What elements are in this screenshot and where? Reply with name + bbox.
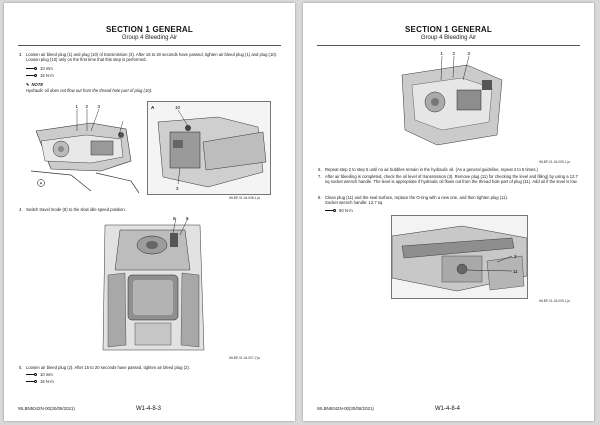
torque-wrench-icon [325,209,336,212]
manual-page-right: SECTION 1 GENERAL Group 4 Bleeding Air 1… [303,3,594,421]
header-rule [18,45,281,46]
callout-1: 1 [76,104,79,109]
step-4: 4. Switch travel mode (8) to the slow id… [19,207,126,212]
spec-torque-2: 15 N·m [26,379,54,384]
spec-wrench-size-2: 10 mm [26,372,53,377]
figure-cab-interior: 8 9 [100,215,207,355]
figure-plug-11: 3 11 [391,215,528,299]
group-title: Group 4 Bleeding Air [420,35,477,41]
note-pencil-icon: ✎ [26,82,30,87]
note-block: ✎NOTE Hydraulic oil does not flow out fr… [26,82,281,93]
callout-2: 2 [86,104,89,109]
manual-page-left: SECTION 1 GENERAL Group 4 Bleeding Air 3… [4,3,295,421]
footer-doc-id: WLBN5042N-00(30/08/2021) [317,406,374,411]
wrench-icon [26,67,37,70]
callout-10: 10 [175,105,181,110]
note-body: Hydraulic oil does not flow out from the… [26,88,153,93]
callout-2: 2 [453,51,456,56]
section-title: SECTION 1 GENERAL [106,25,193,34]
page-number: W1-4-8-3 [136,406,162,412]
figure-caption: WLBP-01-04-005-1 ja [539,160,570,164]
step-5: 5. Loosen air bleed plug (2). After 15 t… [19,365,190,370]
group-title: Group 4 Bleeding Air [121,35,178,41]
spec-wrench-size: 10 mm [26,66,53,71]
figure-caption: WLBP-01-04-008-1 ja [229,196,260,200]
step-3: 3. Loosen air bleed plug (1) and plug (1… [19,52,281,63]
step-text: Loosen air bleed plug (1) and plug (10) … [26,52,278,63]
detail-label-a: A [151,105,155,110]
figure-transmission-top: 1 2 3 [397,50,507,150]
page-header: SECTION 1 GENERAL Group 4 Bleeding Air [4,25,295,41]
callout-1: 1 [441,51,444,56]
callout-3b: 3 [176,186,179,191]
callout-9: 9 [186,216,189,221]
figure-caption-2: WLBP-01-04-007-2 ja [229,356,260,360]
wrench-icon [26,373,37,376]
step-6: 6. Repeat step 2 to step 5 until no air … [318,167,538,172]
step-7: 7. After air bleeding is completed, chec… [318,174,578,185]
header-rule [317,45,580,46]
callout-a: A [40,181,43,186]
step-8: 8. Clean plug (11) and the seal surface,… [318,195,580,206]
figure-transmission-side: 1 2 3 A [31,101,141,193]
spec-torque: 15 N·m [26,73,54,78]
spec-torque: 50 N·m [325,208,353,213]
callout-3: 3 [468,51,471,56]
page-number: W1-4-8-4 [435,406,461,412]
step-8-tool: Socket wrench handle: 12.7 sq [325,200,383,206]
callout-3: 3 [98,104,101,109]
step-number: 3. [19,52,23,57]
section-title: SECTION 1 GENERAL [405,25,492,34]
torque-wrench-icon [26,380,37,383]
callout-8: 8 [173,216,176,221]
torque-wrench-icon [26,74,37,77]
callout-3: 3 [514,254,517,259]
page-header: SECTION 1 GENERAL Group 4 Bleeding Air [303,25,594,41]
footer-doc-id: WLBN5042N-00(30/08/2021) [18,406,75,411]
figure-caption-2: WLBP-01-04-009-1 ja [539,299,570,303]
callout-11: 11 [513,269,518,274]
figure-detail-a: A 10 3 [147,101,271,195]
